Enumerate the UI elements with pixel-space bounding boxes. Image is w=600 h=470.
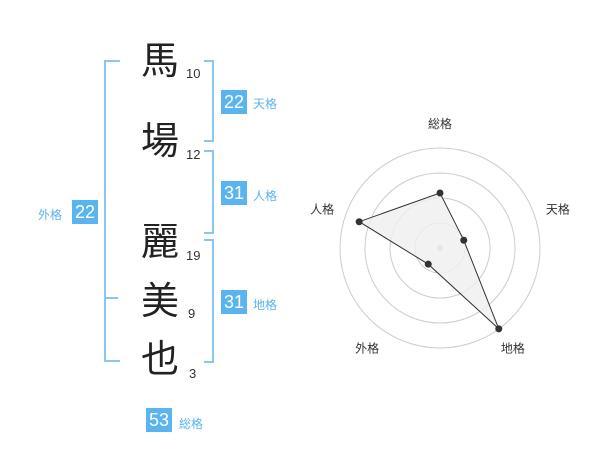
soukaku-label: 総格 bbox=[179, 417, 204, 431]
gaikaku-label: 外格 bbox=[38, 208, 63, 222]
radar-point-3 bbox=[424, 260, 432, 268]
radar-point-1 bbox=[460, 236, 468, 244]
chikaku-label: 地格 bbox=[253, 298, 278, 312]
radar-axis-label-0: 総格 bbox=[428, 116, 452, 131]
radar-axis-label-4: 人格 bbox=[310, 202, 334, 217]
jinkaku-value: 31 bbox=[221, 181, 247, 205]
radar-ring-3 bbox=[364, 172, 516, 324]
radar-axis-label-3: 外格 bbox=[355, 340, 379, 355]
name-char-1: 馬 bbox=[140, 39, 179, 83]
radar-point-4 bbox=[355, 218, 363, 226]
name-char-2: 場 bbox=[140, 119, 179, 163]
radar-point-2 bbox=[495, 325, 503, 333]
name-char-4: 美 bbox=[140, 279, 179, 323]
jinkaku-bracket bbox=[204, 150, 214, 234]
stroke-count-4: 9 bbox=[188, 306, 196, 321]
tenkaku-label: 天格 bbox=[253, 97, 278, 111]
gaikaku-value: 22 bbox=[72, 200, 98, 224]
gaikaku-bracket bbox=[104, 60, 120, 362]
stroke-count-2: 12 bbox=[186, 147, 201, 162]
tenkaku-value: 22 bbox=[221, 90, 247, 114]
radar-axis-label-2: 地格 bbox=[501, 340, 525, 355]
stroke-count-3: 19 bbox=[186, 248, 201, 263]
soukaku-value: 53 bbox=[146, 408, 172, 432]
radar-ring-4 bbox=[339, 147, 541, 349]
name-char-3: 麗 bbox=[140, 220, 179, 264]
stroke-count-5: 3 bbox=[189, 366, 197, 381]
stroke-count-1: 10 bbox=[186, 66, 201, 81]
tenkaku-bracket bbox=[204, 60, 214, 142]
radar-point-0 bbox=[436, 189, 444, 197]
radar-axis-label-1: 天格 bbox=[546, 202, 570, 217]
chikaku-bracket bbox=[204, 239, 214, 363]
jinkaku-label: 人格 bbox=[253, 189, 278, 203]
gaikaku-bracket-mid-tick bbox=[104, 297, 118, 299]
name-char-5: 也 bbox=[140, 337, 179, 381]
chikaku-value: 31 bbox=[221, 290, 247, 314]
